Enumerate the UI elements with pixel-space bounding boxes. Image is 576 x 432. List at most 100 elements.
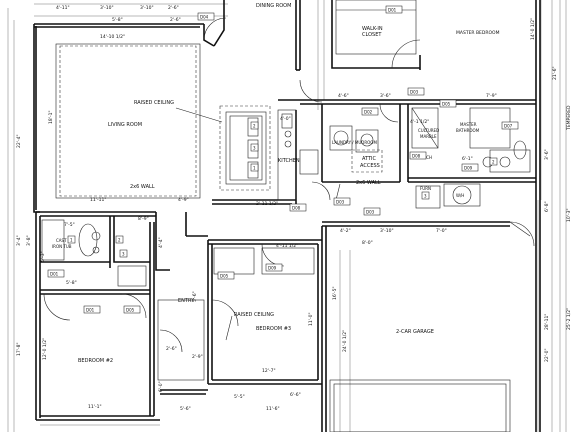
label-bedroom-2: BEDROOM #2 (78, 358, 113, 364)
dimension-text: 4'-11" 3'-10" 5'-8" 3'-10" 2'-6" 2'-6" 1… (16, 5, 572, 412)
label-attic-2: ACCESS (360, 163, 380, 169)
svg-text:8'-0": 8'-0" (362, 240, 373, 246)
interior-details (41, 0, 535, 432)
svg-text:3: 3 (424, 194, 427, 199)
svg-text:D09: D09 (464, 166, 473, 171)
svg-text:4'-2": 4'-2" (340, 228, 351, 234)
label-laundry: LAUNDRY / MUDROOM (332, 140, 377, 145)
svg-text:10'-3": 10'-3" (566, 208, 572, 222)
label-dining-room: DINING ROOM (256, 3, 291, 9)
svg-text:17'-8": 17'-8" (16, 342, 22, 356)
svg-text:5'-8": 5'-8" (112, 17, 123, 23)
svg-text:5'-6": 5'-6" (180, 406, 191, 412)
dimension-lines (7, 0, 567, 432)
svg-text:5'-8": 5'-8" (66, 280, 77, 286)
door-tag: D03 (333, 197, 351, 206)
svg-text:7'-0": 7'-0" (436, 228, 447, 234)
svg-text:6'-8": 6'-8" (544, 201, 550, 212)
svg-text:D08: D08 (412, 154, 421, 159)
svg-text:D03: D03 (410, 90, 419, 95)
svg-text:4'-11": 4'-11" (56, 5, 70, 11)
door-tag: D05 (123, 305, 141, 314)
label-2x6-wall-garage: 2x6 WALL (356, 180, 381, 186)
room-labels: DINING ROOM WALK-IN CLOSET MASTER BEDROO… (52, 3, 500, 364)
svg-text:16'-5": 16'-5" (332, 286, 338, 300)
svg-text:2'-6": 2'-6" (168, 5, 179, 11)
svg-text:6'-1": 6'-1" (462, 156, 473, 162)
svg-text:22'-4": 22'-4" (16, 134, 22, 148)
door-tag: D09 (265, 263, 283, 272)
svg-text:7'-5": 7'-5" (64, 222, 75, 228)
svg-text:3'-6": 3'-6" (380, 93, 391, 99)
svg-text:4'-11 1/2": 4'-11 1/2" (276, 243, 298, 249)
label-2x6-wall-living: 2x6 WALL (130, 184, 155, 190)
door-tag: D09 (461, 163, 479, 172)
svg-text:4'-1 1/2": 4'-1 1/2" (410, 119, 429, 125)
svg-text:2'-9": 2'-9" (192, 354, 203, 360)
door-tag: D05 (217, 271, 235, 280)
door-tag: D05 (439, 99, 457, 108)
label-raised-ceiling-living: RAISED CEILING (134, 100, 174, 106)
svg-text:25'-2 1/2": 25'-2 1/2" (566, 308, 572, 330)
svg-text:11'-1": 11'-1" (88, 404, 102, 410)
svg-text:2: 2 (253, 124, 256, 129)
svg-text:D02: D02 (364, 110, 373, 115)
svg-text:21'-6": 21'-6" (552, 66, 558, 80)
svg-text:3'-6": 3'-6" (544, 149, 550, 160)
label-master-bath-1: MASTER (460, 122, 477, 127)
svg-text:D01: D01 (388, 8, 397, 13)
svg-text:3'-10": 3'-10" (140, 5, 154, 11)
svg-text:TEMPERED: TEMPERED (566, 105, 572, 131)
svg-text:24'-0 1/2": 24'-0 1/2" (342, 330, 348, 352)
svg-text:12'-7": 12'-7" (262, 368, 276, 374)
label-cultured-1: CULTURED (418, 128, 439, 133)
label-bedroom-3: BEDROOM #3 (256, 326, 291, 332)
door-tag: D08 (289, 203, 307, 212)
svg-text:1: 1 (70, 238, 73, 243)
svg-text:D03: D03 (366, 210, 375, 215)
label-attic-1: ATTIC (362, 156, 377, 162)
door-tag: D07 (501, 121, 519, 130)
svg-text:D01: D01 (86, 308, 95, 313)
label-walk-in-1: WALK-IN (362, 26, 383, 32)
label-cultured-2: MARBLE (420, 134, 437, 139)
svg-text:6'-0": 6'-0" (158, 381, 164, 392)
label-wh: W/H (456, 193, 464, 198)
fixture-markers: 2 3 1 2 3 3 1 2 (67, 121, 498, 258)
svg-text:3'-10": 3'-10" (100, 5, 114, 11)
door-tag: D01 (83, 305, 101, 314)
svg-text:D09: D09 (268, 266, 277, 271)
svg-text:4'-0": 4'-0" (280, 116, 291, 122)
svg-text:D01: D01 (50, 272, 59, 277)
svg-text:1: 1 (253, 166, 256, 171)
label-master-bedroom: MASTER BEDROOM (456, 30, 500, 36)
door-tag: D02 (361, 107, 379, 116)
svg-text:18'-1": 18'-1" (48, 110, 54, 124)
svg-text:11'-0": 11'-0" (308, 312, 314, 326)
svg-text:D05: D05 (442, 102, 451, 107)
door-tag: D03 (363, 207, 381, 216)
svg-text:28'-11": 28'-11" (544, 314, 550, 330)
svg-text:4'-9": 4'-9" (178, 197, 189, 203)
svg-text:2'-6": 2'-6" (166, 346, 177, 352)
label-master-bath-2: BATHROOM (456, 128, 480, 133)
svg-text:4'-6": 4'-6" (338, 93, 349, 99)
label-kitchen: KITCHEN (278, 158, 300, 164)
svg-text:14'-10 1/2": 14'-10 1/2" (100, 34, 125, 40)
svg-text:22'-0": 22'-0" (544, 348, 550, 362)
svg-text:D08: D08 (292, 206, 301, 211)
svg-text:D03: D03 (336, 200, 345, 205)
svg-text:14'-0 1/2": 14'-0 1/2" (530, 18, 536, 40)
svg-text:3: 3 (253, 146, 256, 151)
svg-text:2'-6": 2'-6" (170, 17, 181, 23)
svg-text:D05: D05 (126, 308, 135, 313)
door-tags: D04 D01 D02 D03 D07 D05 D09 D03 D01 D05 … (47, 5, 519, 314)
svg-text:D04: D04 (200, 15, 209, 20)
label-cast-1: CAST (56, 238, 67, 243)
svg-text:3'-4": 3'-4" (16, 235, 22, 246)
svg-text:3'-10": 3'-10" (380, 228, 394, 234)
svg-text:7'-9": 7'-9" (486, 93, 497, 99)
svg-text:2'-11 1/2": 2'-11 1/2" (256, 201, 278, 207)
svg-text:11'-11": 11'-11" (90, 197, 106, 203)
